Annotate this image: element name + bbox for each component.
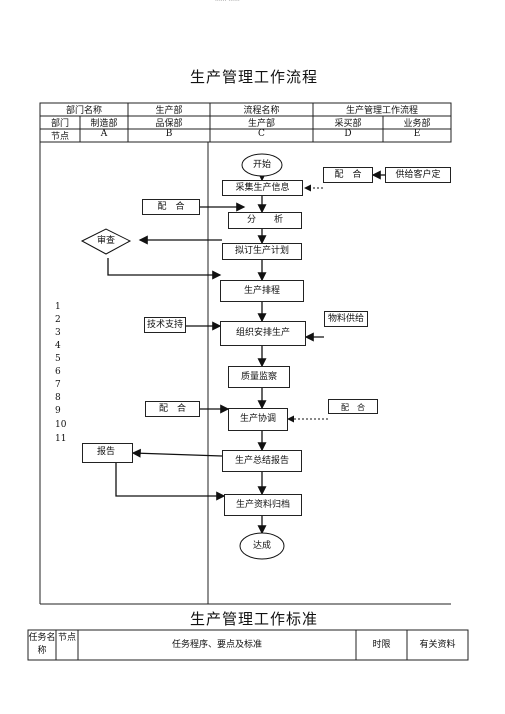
- row-number: 2: [55, 315, 61, 325]
- dept-d: 采买部: [334, 119, 362, 129]
- time-limit-header: 时限: [372, 640, 391, 650]
- row-number: 4: [55, 341, 61, 351]
- tech-support-box: 技术支持: [144, 317, 186, 333]
- analyze-box: 分 析: [228, 212, 302, 229]
- node-b: B: [165, 129, 173, 139]
- node-col-label: 节点: [50, 132, 69, 142]
- organize-box: 组织安排生产: [220, 321, 306, 346]
- dept-c: 生产部: [247, 119, 275, 129]
- process-name-label: 流程名称: [243, 106, 280, 116]
- start-label: 开始: [252, 160, 271, 170]
- row-number: 6: [55, 367, 61, 377]
- dept-name-value: 生产部: [155, 106, 183, 116]
- end-label: 达成: [252, 541, 271, 551]
- plan-box: 拟订生产计划: [222, 243, 302, 260]
- page-header-text: ······ ······: [215, 0, 240, 5]
- start-ellipse: [241, 153, 283, 177]
- row-number: 3: [55, 328, 61, 338]
- end-ellipse: [239, 532, 285, 560]
- review-label: 审查: [96, 236, 115, 246]
- material-supply-box: 物料供给: [324, 311, 368, 327]
- row-number: 11: [55, 434, 67, 444]
- report-box: 报告: [82, 443, 133, 463]
- node-c: C: [258, 129, 265, 139]
- summary-report-box: 生产总结报告: [222, 450, 302, 472]
- standards-title: 生产管理工作标准: [190, 610, 319, 628]
- row-number: 7: [55, 380, 61, 390]
- quality-box: 质量监察: [228, 366, 290, 388]
- archive-box: 生产资料归档: [224, 494, 302, 516]
- cooperate-top-right-box: 配 合: [323, 167, 373, 183]
- node-a: A: [100, 129, 108, 139]
- dept-col-label: 部门: [50, 119, 69, 129]
- node-e: E: [413, 129, 421, 139]
- flow-arrows: [107, 170, 385, 535]
- dept-e: 业务部: [403, 119, 431, 129]
- row-number: 5: [55, 354, 61, 364]
- collect-info-box: 采集生产信息: [222, 180, 303, 196]
- node-header: 节点: [57, 633, 76, 643]
- node-d: D: [344, 129, 352, 139]
- procedure-header: 任务程序、要点及标准: [171, 640, 262, 650]
- customer-supply-box: 供给客户定: [385, 167, 451, 183]
- coordinate-box: 生产协调: [228, 408, 288, 431]
- dept-a: 制造部: [90, 119, 118, 129]
- dept-name-label: 部门名称: [65, 106, 102, 116]
- process-name-value: 生产管理工作流程: [345, 106, 418, 116]
- row-number: 8: [55, 393, 61, 403]
- standards-table-lines: [27, 629, 469, 661]
- row-number: 10: [55, 420, 67, 430]
- page-title: 生产管理工作流程: [190, 68, 319, 86]
- dotted-arrows: [287, 184, 328, 423]
- body-frame: [39, 142, 451, 605]
- schedule-box: 生产排程: [220, 280, 304, 302]
- task-name-header: 任务名称: [28, 633, 56, 656]
- cooperate-bottom-right-box: 配 合: [328, 399, 378, 414]
- related-docs-header: 有关资料: [419, 640, 456, 650]
- cooperate-bottom-left-box: 配 合: [145, 401, 200, 417]
- review-diamond: [80, 228, 132, 255]
- row-number: 9: [55, 406, 61, 416]
- dept-b: 品保部: [155, 119, 183, 129]
- header-table-lines: [39, 102, 452, 143]
- row-number: 1: [55, 302, 61, 312]
- cooperate-left-box: 配 合: [142, 199, 200, 215]
